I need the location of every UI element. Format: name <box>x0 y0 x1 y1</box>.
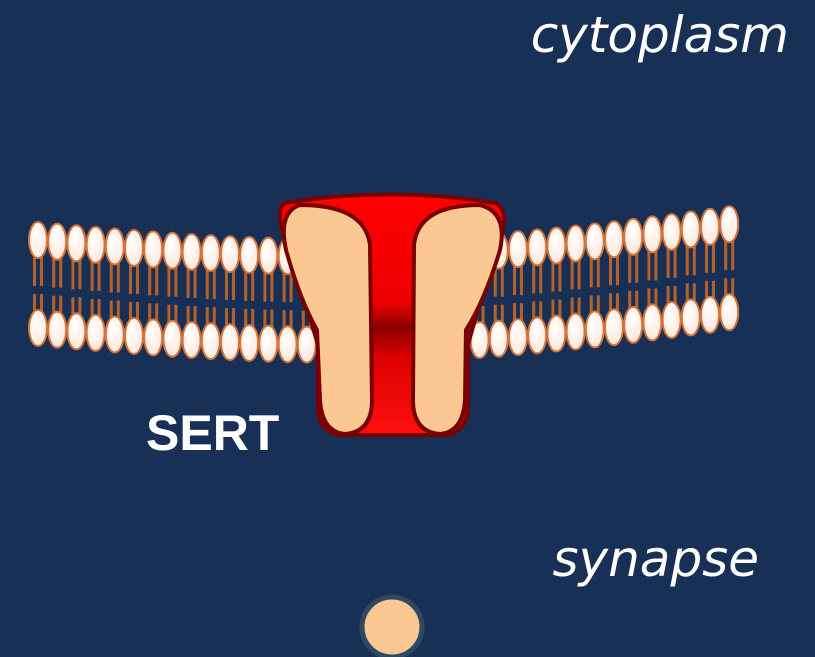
lipid-head <box>240 325 258 361</box>
lipid-head <box>87 227 105 263</box>
lipid-head <box>528 229 546 265</box>
lipid-head <box>682 211 700 247</box>
lipid-head <box>259 238 277 274</box>
lipid-head <box>183 322 201 358</box>
lipid-head <box>567 314 585 350</box>
lipid-head <box>183 234 201 270</box>
lipid-head <box>279 326 297 362</box>
lipid-head <box>125 318 143 354</box>
lipid-head <box>528 317 546 353</box>
lipid-head <box>586 311 604 347</box>
lipid-head <box>221 324 239 360</box>
lipid-head <box>48 312 66 348</box>
lipid-head <box>87 315 105 351</box>
lipid-head <box>586 223 604 259</box>
lipid-head <box>509 319 527 355</box>
lipid-head <box>701 209 719 245</box>
lipid-head <box>29 310 47 346</box>
lipid-head <box>163 321 181 357</box>
lipid-head <box>202 235 220 271</box>
synapse-label: synapse <box>552 534 759 584</box>
lipid-head <box>720 206 738 242</box>
lipid-head <box>643 216 661 252</box>
lipid-head <box>682 299 700 335</box>
cytoplasm-label: cytoplasm <box>531 10 789 60</box>
lipid-head <box>720 294 738 330</box>
lipid-head <box>643 304 661 340</box>
lipid-head <box>29 222 47 258</box>
lipid-head <box>240 237 258 273</box>
lipid-head <box>67 313 85 349</box>
lipid-head <box>509 231 527 267</box>
lipid-head <box>221 236 239 272</box>
lipid-head <box>624 219 642 255</box>
lipid-head <box>547 316 565 352</box>
lipid-head <box>663 214 681 250</box>
left-subunit <box>284 205 372 434</box>
lipid-head <box>144 319 162 355</box>
lipid-head <box>259 326 277 362</box>
lipid-head <box>663 302 681 338</box>
lipid-head <box>490 321 508 357</box>
sert-label: SERT <box>146 408 279 458</box>
lipid-head <box>605 221 623 257</box>
lipid-head <box>202 323 220 359</box>
lipid-head <box>125 230 143 266</box>
lipid-head <box>106 316 124 352</box>
lipid-head <box>48 224 66 260</box>
lipid-head <box>163 233 181 269</box>
lipid-head <box>547 228 565 264</box>
serotonin-molecule <box>362 597 422 657</box>
lipid-head <box>605 309 623 345</box>
lipid-head <box>106 228 124 264</box>
lipid-head <box>567 226 585 262</box>
right-subunit <box>413 205 502 434</box>
lipid-head <box>701 297 719 333</box>
sert-transporter <box>280 195 504 436</box>
lipid-head <box>624 307 642 343</box>
lipid-head <box>67 225 85 261</box>
lipid-head <box>144 231 162 267</box>
